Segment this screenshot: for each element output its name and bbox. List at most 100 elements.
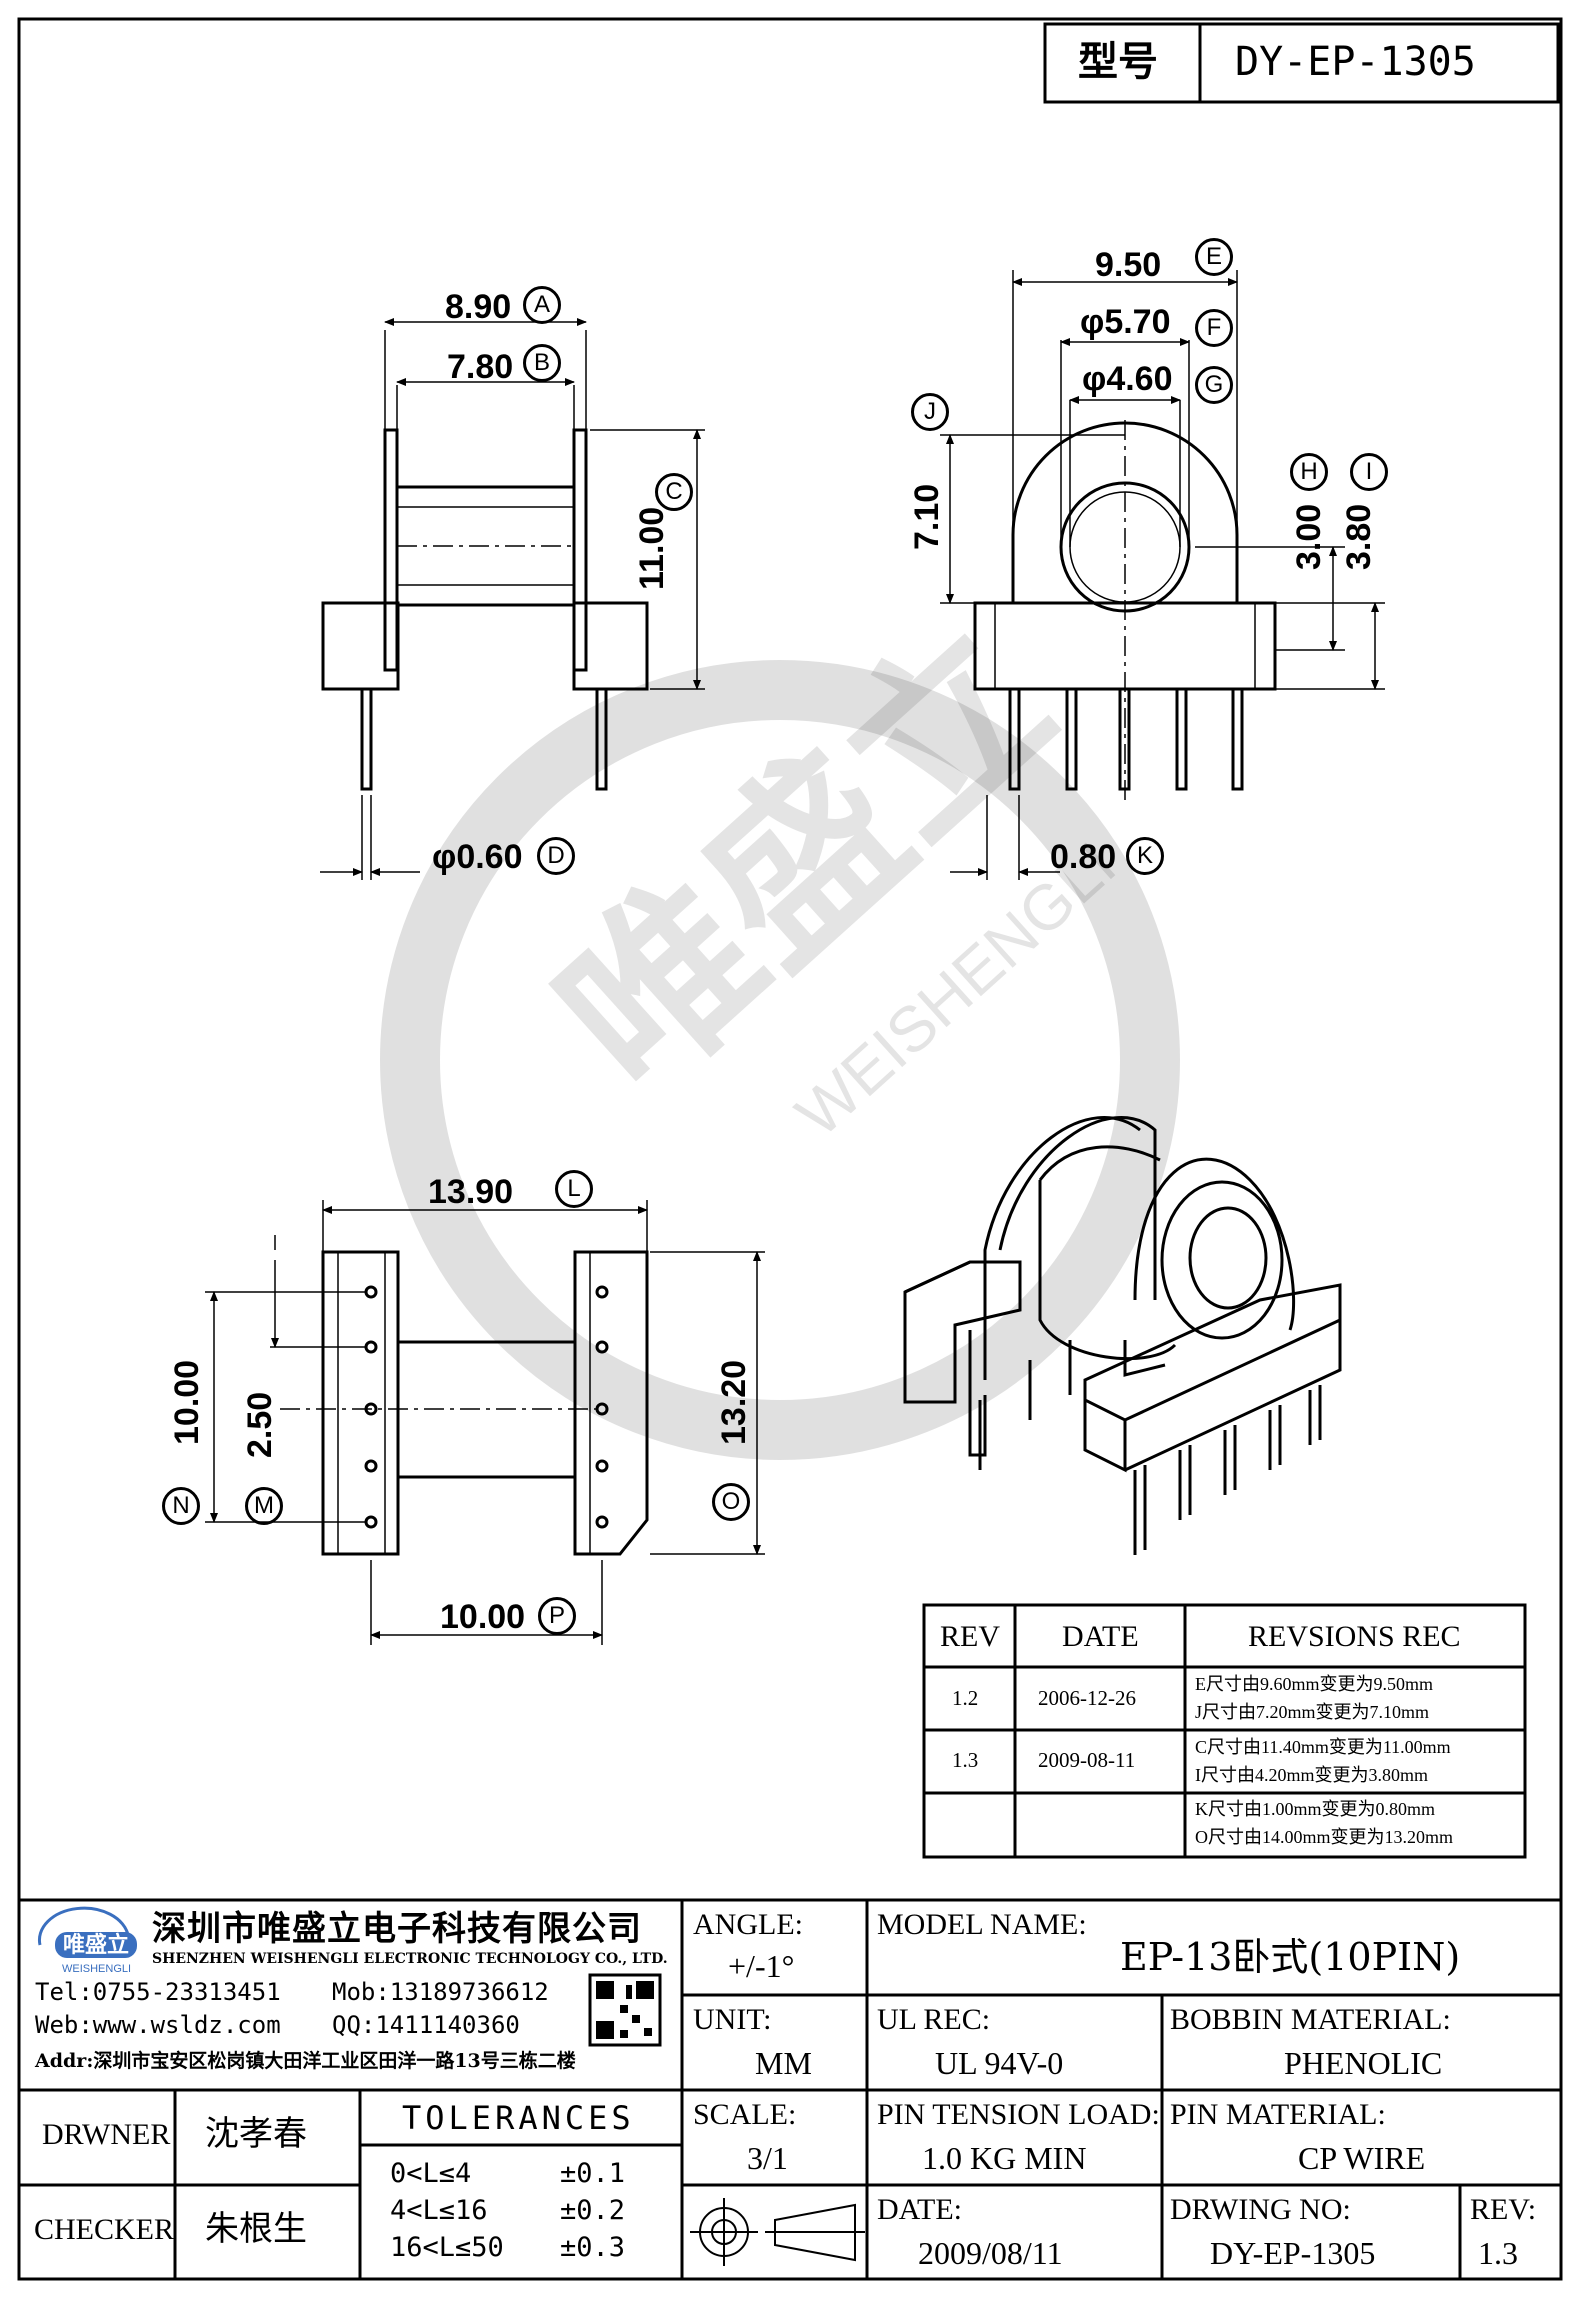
dim-c-value: 11.00 bbox=[633, 506, 671, 590]
company-logo-text: 唯盛立 bbox=[55, 1932, 138, 1958]
bobbin-material-value: PHENOLIC bbox=[1284, 2045, 1443, 2081]
company-web: Web:www.wsldz.com bbox=[35, 2011, 281, 2039]
rev-row3-note2: O尺寸由14.00mm变更为13.20mm bbox=[1195, 1827, 1454, 1847]
revision-table-grid bbox=[922, 1603, 1527, 1859]
isometric-view bbox=[903, 1116, 1342, 1555]
side-view-dims bbox=[940, 270, 1385, 880]
company-address: Addr:深圳市宝安区松岗镇大田洋工业区田洋一路13号三栋二楼 bbox=[35, 2050, 576, 2072]
date-value: 2009/08/11 bbox=[918, 2235, 1063, 2271]
dim-k-letter: K bbox=[1126, 837, 1164, 875]
dim-n-letter: N bbox=[162, 1487, 200, 1525]
tolerance-value-3: ±0.3 bbox=[560, 2232, 626, 2263]
rev-row1-date: 2006-12-26 bbox=[1038, 1686, 1136, 1710]
dim-f-value: φ5.70 bbox=[1080, 303, 1171, 341]
date-label: DATE: bbox=[877, 2193, 962, 2226]
model-name-label: MODEL NAME: bbox=[877, 1908, 1087, 1941]
dim-i-letter: I bbox=[1350, 453, 1388, 491]
model-name-value: EP-13卧式(10PIN) bbox=[1120, 1935, 1461, 1979]
dim-d-value: φ0.60 bbox=[432, 838, 523, 876]
dim-o-letter: O bbox=[712, 1483, 750, 1521]
pin-material-value: CP WIRE bbox=[1298, 2140, 1426, 2176]
dim-n-value: 10.00 bbox=[168, 1359, 206, 1445]
title-block-grid bbox=[19, 1898, 1561, 2279]
rev-row2-date: 2009-08-11 bbox=[1038, 1748, 1136, 1772]
dim-m-value: 2.50 bbox=[241, 1391, 279, 1458]
scale-label: SCALE: bbox=[693, 2098, 797, 2131]
scale-value: 3/1 bbox=[747, 2140, 788, 2176]
bobbin-material-label: BOBBIN MATERIAL: bbox=[1170, 2003, 1451, 2036]
dim-l-value: 13.90 bbox=[428, 1173, 514, 1211]
rev-row1-rev: 1.2 bbox=[952, 1686, 979, 1710]
dim-e-value: 9.50 bbox=[1095, 246, 1162, 284]
unit-value: MM bbox=[755, 2045, 812, 2081]
projection-symbol bbox=[690, 2198, 865, 2266]
dim-b-value: 7.80 bbox=[447, 348, 514, 386]
dim-h-value: 3.00 bbox=[1290, 503, 1328, 570]
tolerance-range-3: 16<L≤50 bbox=[390, 2232, 504, 2263]
top-model-box bbox=[1043, 22, 1560, 104]
dim-h-letter: H bbox=[1290, 453, 1328, 491]
angle-value: +/-1° bbox=[728, 1948, 795, 1984]
checker-value: 朱根生 bbox=[205, 2209, 307, 2249]
pin-material-label: PIN MATERIAL: bbox=[1170, 2098, 1386, 2131]
dim-b-letter: B bbox=[523, 344, 561, 382]
outer-border bbox=[17, 17, 1563, 2281]
rev-row3-note1: K尺寸由1.00mm变更为0.80mm bbox=[1195, 1799, 1436, 1819]
company-qq: QQ:1411140360 bbox=[332, 2011, 520, 2039]
dim-i-value: 3.80 bbox=[1340, 503, 1378, 570]
rev-row2-note2: I尺寸由4.20mm变更为3.80mm bbox=[1195, 1765, 1428, 1785]
company-tel: Tel:0755-23313451 bbox=[35, 1978, 281, 2006]
dim-c-letter: C bbox=[655, 473, 693, 511]
front-view bbox=[321, 428, 649, 791]
ul-rec-label: UL REC: bbox=[877, 2003, 991, 2036]
company-name-cn: 深圳市唯盛立电子科技有限公司 bbox=[152, 1909, 642, 1949]
tolerances-label: TOLERANCES bbox=[402, 2099, 635, 2137]
rev-label: REV: bbox=[1470, 2193, 1537, 2226]
rev-header-date: DATE bbox=[1062, 1620, 1139, 1653]
rev-row2-rev: 1.3 bbox=[952, 1748, 979, 1772]
rev-header-notes: REVSIONS REC bbox=[1248, 1620, 1461, 1653]
dim-o-value: 13.20 bbox=[715, 1359, 753, 1445]
drawer-value: 沈孝春 bbox=[205, 2114, 307, 2154]
model-label-top: 型号 bbox=[1078, 38, 1158, 85]
dim-p-value: 10.00 bbox=[440, 1598, 526, 1636]
rev-row1-note2: J尺寸由7.20mm变更为7.10mm bbox=[1195, 1702, 1430, 1722]
company-logo-sub: WEISHENGLI bbox=[62, 1963, 132, 1975]
qr-code bbox=[588, 1973, 662, 2047]
unit-label: UNIT: bbox=[693, 2003, 772, 2036]
dim-a-letter: A bbox=[523, 286, 561, 324]
pin-tension-label: PIN TENSION LOAD: bbox=[877, 2098, 1160, 2131]
dim-j-letter: J bbox=[911, 393, 949, 431]
dim-g-value: φ4.60 bbox=[1082, 360, 1173, 398]
tolerance-range-2: 4<L≤16 bbox=[390, 2195, 488, 2226]
drawer-label: DRWNER bbox=[42, 2118, 171, 2151]
tolerance-range-1: 0<L≤4 bbox=[390, 2158, 472, 2189]
watermark-logo bbox=[380, 660, 1180, 1460]
dim-m-letter: M bbox=[245, 1487, 283, 1525]
dim-d-letter: D bbox=[537, 837, 575, 875]
dim-e-letter: E bbox=[1195, 238, 1233, 276]
dim-k-value: 0.80 bbox=[1050, 838, 1117, 876]
tolerance-value-2: ±0.2 bbox=[560, 2195, 626, 2226]
ul-rec-value: UL 94V-0 bbox=[935, 2045, 1064, 2081]
bottom-view bbox=[321, 1250, 649, 1556]
drawing-no-value: DY-EP-1305 bbox=[1210, 2235, 1376, 2271]
dim-f-letter: F bbox=[1195, 309, 1233, 347]
checker-label: CHECKER bbox=[34, 2213, 175, 2246]
dim-g-letter: G bbox=[1195, 366, 1233, 404]
rev-row1-note1: E尺寸由9.60mm变更为9.50mm bbox=[1195, 1674, 1433, 1694]
rev-row2-note1: C尺寸由11.40mm变更为11.00mm bbox=[1195, 1737, 1451, 1757]
company-name-en: SHENZHEN WEISHENGLI ELECTRONIC TECHNOLOG… bbox=[152, 1951, 668, 1967]
dim-j-value: 7.10 bbox=[908, 483, 946, 550]
dim-a-value: 8.90 bbox=[445, 288, 512, 326]
bottom-view-dims bbox=[205, 1200, 765, 1645]
pin-tension-value: 1.0 KG MIN bbox=[922, 2140, 1087, 2176]
tolerance-value-1: ±0.1 bbox=[560, 2158, 626, 2189]
rev-header-rev: REV bbox=[940, 1620, 1000, 1653]
angle-label: ANGLE: bbox=[693, 1908, 803, 1941]
dim-p-letter: P bbox=[538, 1597, 576, 1635]
drawing-no-label: DRWING NO: bbox=[1170, 2193, 1351, 2226]
front-view-dims bbox=[320, 318, 705, 880]
company-mob: Mob:13189736612 bbox=[332, 1978, 549, 2006]
